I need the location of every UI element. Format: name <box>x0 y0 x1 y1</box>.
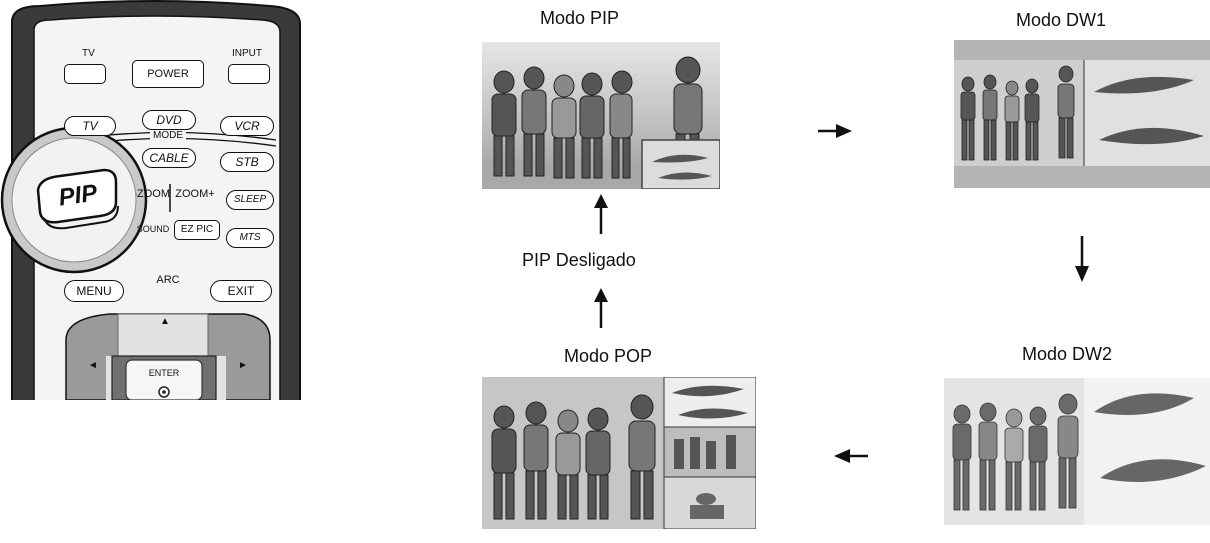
cable-mode-button[interactable]: CABLE <box>142 148 196 168</box>
zoom-plus-button[interactable]: ZOOM+ <box>175 188 215 200</box>
ezpic-button[interactable]: EZ PIC <box>174 220 220 240</box>
pop-mode-screen <box>482 377 756 529</box>
remote-control: TV POWER INPUT TV DVD VCR MODE CABLE STB… <box>0 0 320 400</box>
mode-dw2-title: Modo DW2 <box>1022 344 1113 364</box>
pip-sub-window <box>641 139 720 189</box>
sleep-button[interactable]: SLEEP <box>226 190 274 210</box>
power-button[interactable]: POWER <box>132 60 204 88</box>
dw1-split-picture <box>954 60 1210 166</box>
arrow-up-icon <box>594 288 608 328</box>
menu-button[interactable]: MENU <box>64 280 124 302</box>
sound-button[interactable]: SOUND <box>136 224 170 234</box>
pop-split-picture <box>482 377 756 529</box>
children-photo <box>482 42 720 189</box>
arrow-up-icon <box>594 194 608 234</box>
arrow-down-icon <box>1075 236 1089 282</box>
dw2-mode-screen <box>944 378 1210 525</box>
pip-off-label: PIP Desligado <box>522 250 636 270</box>
mode-label: MODE <box>150 130 186 141</box>
zoom-minus-button[interactable]: ZOOM- <box>136 188 170 200</box>
arc-button[interactable]: ARC <box>156 274 180 286</box>
dw1-mode-screen <box>954 40 1210 188</box>
mode-pop-title: Modo POP <box>564 346 653 366</box>
vcr-mode-button[interactable]: VCR <box>220 116 274 136</box>
mode-pip-title: Modo PIP <box>540 8 620 28</box>
exit-button[interactable]: EXIT <box>210 280 272 302</box>
input-label: INPUT <box>232 48 262 59</box>
pip-mode-screen <box>482 42 720 189</box>
mts-button[interactable]: MTS <box>226 228 274 248</box>
input-key[interactable] <box>228 64 270 84</box>
pop-sub-window-1 <box>663 377 756 428</box>
right-arrow-button[interactable]: ► <box>238 360 248 371</box>
dw2-split-picture <box>944 378 1210 525</box>
arrow-right-icon <box>818 124 852 138</box>
tv-mode-button[interactable]: TV <box>64 116 116 136</box>
left-arrow-button[interactable]: ◄ <box>88 360 98 371</box>
enter-button[interactable]: ENTER <box>148 368 180 378</box>
up-arrow-button[interactable]: ▲ <box>160 316 170 327</box>
arrow-left-icon <box>834 449 868 463</box>
dvd-mode-button[interactable]: DVD <box>142 110 196 130</box>
tv-power-key[interactable] <box>64 64 106 84</box>
stb-mode-button[interactable]: STB <box>220 152 274 172</box>
mode-dw1-title: Modo DW1 <box>1016 10 1107 30</box>
tv-top-label: TV <box>82 48 95 59</box>
